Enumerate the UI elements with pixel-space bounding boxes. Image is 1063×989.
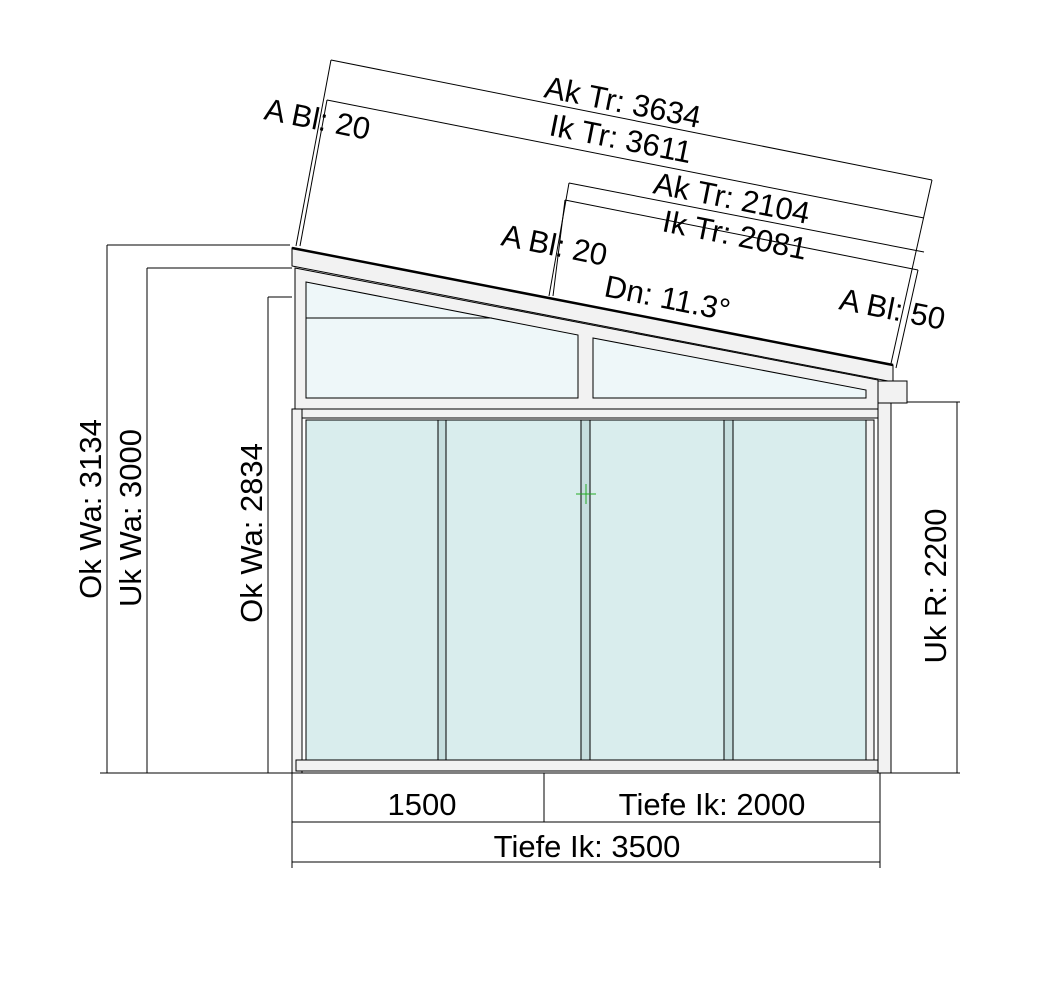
mullion-2 <box>580 419 591 761</box>
depth-left-label: 1500 <box>388 787 457 822</box>
uk-r-label: Uk R: 2200 <box>918 508 953 663</box>
crosshair-icon <box>576 484 596 504</box>
roof-dimension-lines <box>295 59 933 369</box>
a-bl-right-label: A Bl: 50 <box>837 282 949 337</box>
ok-wa-outer-label: Ok Wa: 3134 <box>73 419 108 599</box>
conservatory-structure <box>291 246 908 774</box>
roof-extension-right-2 <box>895 269 919 369</box>
roof-extension-mid-1 <box>548 182 570 297</box>
ik-tr-long-dim-line <box>326 99 925 219</box>
depth-dimensions <box>291 773 881 868</box>
roof-top-edge <box>291 246 894 367</box>
mullion-1 <box>437 419 447 761</box>
roof-extension-left-2 <box>299 99 328 247</box>
right-inner-frame <box>865 419 875 761</box>
gutter <box>877 380 908 404</box>
right-post <box>877 402 892 774</box>
gable-glass-left <box>305 281 579 399</box>
glass-panel-2 <box>445 419 582 761</box>
ak-tr-long-dim-line <box>330 59 933 181</box>
ok-wa-inner-label: Ok Wa: 2834 <box>234 443 269 623</box>
left-post <box>291 408 303 774</box>
right-vertical-dimensions <box>907 401 960 773</box>
glass-panel-1 <box>305 419 439 761</box>
depth-total-label: Tiefe Ik: 3500 <box>494 829 681 864</box>
glass-panel-3 <box>589 419 725 761</box>
depth-right-label: Tiefe Ik: 2000 <box>619 787 806 822</box>
uk-wa-outer-label: Uk Wa: 3000 <box>113 429 148 607</box>
a-bl-top-label: A Bl: 20 <box>262 92 374 147</box>
ik-tr-short-dim-line <box>564 199 919 271</box>
roof-extension-mid-2 <box>552 199 566 297</box>
glass-panel-4 <box>732 419 867 761</box>
sill <box>295 759 879 772</box>
gable-glass-right <box>592 337 867 399</box>
left-vertical-dimensions <box>100 244 960 774</box>
transom-beam <box>291 408 881 419</box>
roof-extension-left-1 <box>295 59 332 247</box>
ak-tr-short-dim-line <box>568 182 925 253</box>
mullion-3 <box>723 419 734 761</box>
roof-extension-right-1 <box>889 179 933 369</box>
